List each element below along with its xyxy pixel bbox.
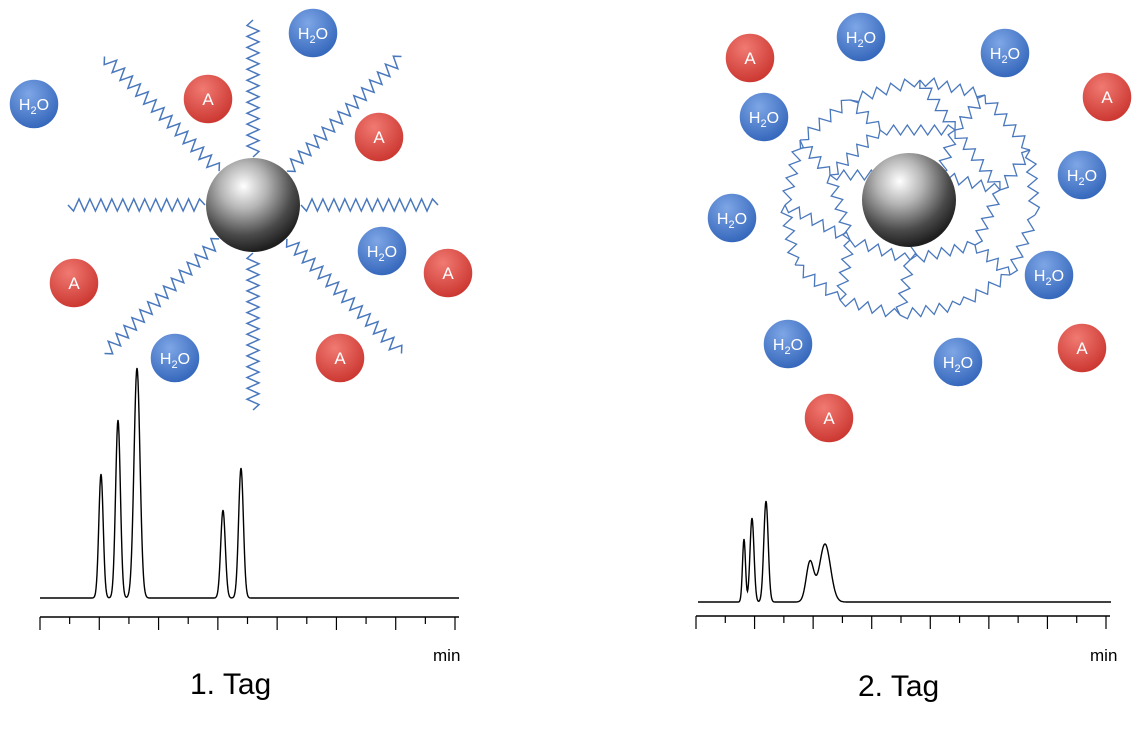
chromatogram-day1 (39, 367, 459, 630)
polymer-segment (829, 129, 881, 176)
svg-text:H2O: H2O (846, 30, 876, 50)
polymer-segment (826, 174, 852, 241)
polymer-segment (974, 244, 1011, 276)
polymer-segment (839, 297, 901, 318)
polymer-chains-extended (67, 19, 439, 411)
analyte-molecule: A (422, 247, 474, 299)
time-axis-ticks (39, 617, 456, 630)
stationary-phase-particle (206, 158, 300, 252)
svg-text:H2O: H2O (749, 110, 779, 130)
polymer-segment (849, 238, 911, 262)
svg-text:H2O: H2O (773, 337, 803, 357)
polymer-segment (784, 204, 851, 241)
analyte-molecule: A (353, 111, 405, 163)
polymer-chain (285, 238, 403, 354)
polymer-segment (999, 149, 1031, 191)
stationary-phase-particle (862, 153, 956, 247)
time-unit-label: min (1090, 646, 1118, 665)
svg-text:H2O: H2O (1067, 168, 1097, 188)
water-molecule: H2O (762, 318, 814, 370)
water-molecule: H2O (287, 7, 339, 59)
polymer-segment (919, 79, 956, 131)
water-molecule: H2O (149, 332, 201, 384)
water-molecule: H2O (979, 27, 1031, 79)
polymer-segment (794, 264, 841, 301)
analyte-molecule: A (48, 257, 100, 309)
water-molecule: H2O (835, 11, 887, 63)
svg-text:A: A (744, 49, 756, 68)
svg-text:H2O: H2O (717, 211, 747, 231)
polymer-segment (895, 259, 914, 316)
panel-caption-day2: 2. Tag (858, 670, 940, 703)
svg-text:A: A (68, 274, 80, 293)
polymer-segment (1009, 214, 1036, 276)
analyte-molecule: A (1081, 71, 1133, 123)
panel-caption-day1: 1. Tag (190, 668, 272, 701)
polymer-segment (879, 123, 956, 137)
analyte-molecule: A (182, 73, 234, 125)
time-axis-ticks (695, 616, 1107, 629)
water-molecule: H2O (932, 336, 984, 388)
polymer-segment (799, 99, 851, 141)
polymer-segment (984, 94, 1031, 151)
polymer-segment (954, 94, 986, 131)
analyte-molecule: A (314, 332, 366, 384)
polymer-chain (300, 197, 439, 213)
analyte-molecule: A (724, 32, 776, 84)
svg-text:A: A (1101, 88, 1113, 107)
polymer-chain (286, 55, 402, 173)
chromatogram-trace (40, 367, 459, 599)
polymer-segment (781, 139, 805, 206)
water-molecule: H2O (1023, 249, 1075, 301)
water-molecule: H2O (8, 78, 60, 130)
polymer-chain (67, 197, 206, 213)
svg-text:H2O: H2O (160, 351, 190, 371)
polymer-segment (849, 99, 881, 131)
svg-text:H2O: H2O (19, 97, 49, 117)
polymer-segment (959, 273, 1011, 306)
analyte-molecule: A (1056, 322, 1108, 374)
solvent-and-analyte-molecules: H2O H2O H2O H2O A A A A A H2O H2O H2O H2O H2O H2O H2O H2… (8, 7, 1133, 444)
svg-text:H2O: H2O (367, 244, 397, 264)
svg-text:H2O: H2O (298, 26, 328, 46)
polymer-segment (954, 129, 1001, 191)
water-molecule: H2O (706, 192, 758, 244)
svg-text:A: A (373, 128, 385, 147)
polymer-segment (974, 189, 1001, 246)
chromatogram-day2 (695, 500, 1111, 629)
polymer-chain (104, 237, 220, 355)
polymer-segment (836, 239, 854, 301)
polymer-chain (245, 252, 261, 411)
time-unit-label: min (433, 646, 461, 665)
polymer-segment (909, 240, 976, 264)
water-molecule: H2O (356, 225, 408, 277)
polymer-segment (849, 78, 921, 104)
svg-text:A: A (1076, 339, 1088, 358)
analyte-molecule: A (803, 392, 855, 444)
water-molecule: H2O (1056, 149, 1108, 201)
polymer-segment (780, 204, 800, 266)
polymer-segment (899, 300, 961, 320)
polymer-segment (799, 139, 831, 176)
polymer-chain (245, 19, 261, 158)
svg-text:A: A (823, 409, 835, 428)
polymer-chain (103, 56, 221, 172)
water-molecule: H2O (738, 91, 790, 143)
svg-text:H2O: H2O (990, 46, 1020, 66)
polymer-segment (938, 129, 957, 176)
svg-text:A: A (202, 90, 214, 109)
svg-text:A: A (334, 349, 346, 368)
polymer-segment (919, 76, 986, 100)
chromatogram-trace (698, 500, 1111, 603)
svg-text:A: A (442, 264, 454, 283)
svg-text:H2O: H2O (943, 355, 973, 375)
svg-text:H2O: H2O (1034, 268, 1064, 288)
polymer-segment (1024, 149, 1041, 216)
